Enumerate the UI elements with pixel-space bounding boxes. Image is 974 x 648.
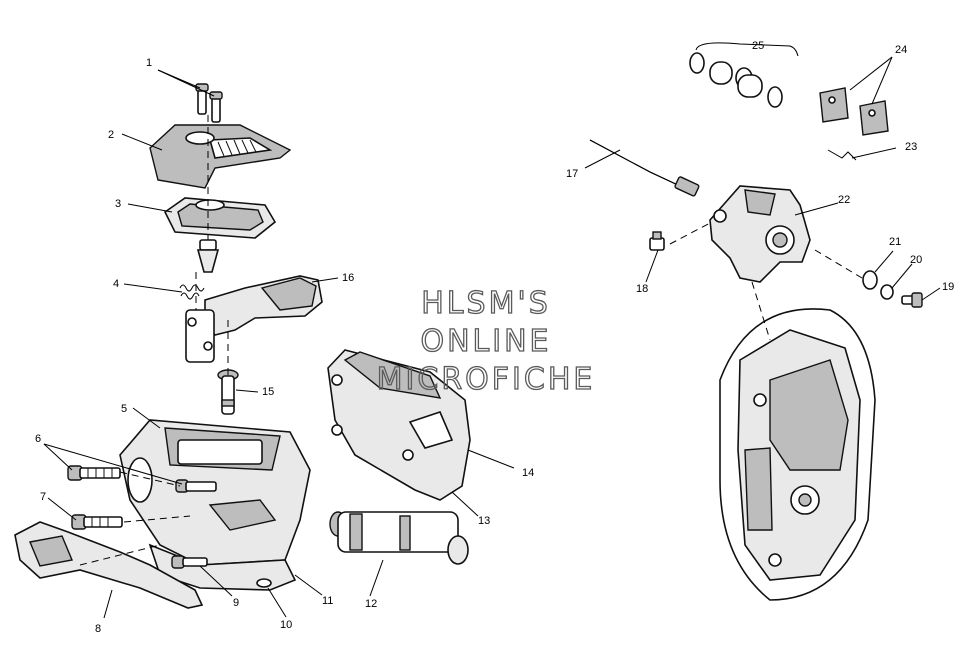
callout-6: 6 — [35, 433, 41, 445]
callout-21: 21 — [889, 236, 901, 248]
part-brake-lever — [14, 521, 204, 609]
alignment-lines — [79, 115, 863, 566]
callout-24: 24 — [895, 44, 907, 56]
callout-16: 16 — [342, 272, 354, 284]
callout-15: 15 — [262, 386, 274, 398]
callout-7: 7 — [40, 491, 46, 503]
callout-2: 2 — [108, 129, 114, 141]
part-washer-10 — [256, 578, 272, 588]
watermark-line-1: HLSM'S — [421, 286, 551, 321]
callout-23: 23 — [905, 141, 917, 153]
callout-22: 22 — [838, 194, 850, 206]
part-piston — [329, 511, 469, 565]
callout-12: 12 — [365, 598, 377, 610]
callout-25: 25 — [752, 40, 764, 52]
part-housing — [719, 308, 876, 601]
part-diaphragm — [163, 197, 277, 239]
part-spring — [179, 284, 205, 300]
part-brake-line — [589, 139, 700, 197]
callout-19: 19 — [942, 281, 954, 293]
callout-9: 9 — [233, 597, 239, 609]
callout-11: 11 — [322, 595, 333, 607]
part-pivot-pin — [217, 369, 239, 415]
callout-8: 8 — [95, 623, 101, 635]
callout-5: 5 — [121, 403, 127, 415]
callout-18: 18 — [636, 283, 648, 295]
part-bolt-19 — [901, 292, 923, 308]
part-bolt-9 — [171, 555, 208, 569]
part-plunger — [196, 239, 220, 273]
callout-labels: 1 2 3 4 5 6 7 8 9 10 11 12 13 14 15 16 1… — [35, 40, 954, 635]
watermark: HLSM'S ONLINE MICROFICHE — [376, 285, 596, 397]
part-lever-arm — [185, 275, 323, 363]
part-screws — [195, 83, 223, 123]
callout-4: 4 — [113, 278, 119, 290]
callout-13: 13 — [478, 515, 490, 527]
callout-20: 20 — [910, 254, 922, 266]
callout-17: 17 — [566, 168, 578, 180]
part-seals — [689, 52, 783, 108]
part-washers — [862, 270, 894, 300]
watermark-line-3: MICROFICHE — [377, 362, 596, 397]
callout-14: 14 — [522, 467, 534, 479]
part-bolt-7 — [71, 514, 123, 530]
part-caliper — [709, 185, 811, 283]
part-clip — [827, 149, 857, 161]
part-bleeder — [649, 231, 665, 251]
part-brake-pads — [819, 87, 889, 136]
leader-lines — [43, 42, 941, 619]
part-cylinder-body — [119, 419, 311, 591]
callout-10: 10 — [280, 619, 292, 631]
part-reservoir-cover — [149, 124, 292, 189]
part-cover — [327, 349, 471, 501]
watermark-line-2: ONLINE — [420, 324, 551, 359]
callout-1: 1 — [146, 57, 152, 69]
callout-3: 3 — [115, 198, 121, 210]
